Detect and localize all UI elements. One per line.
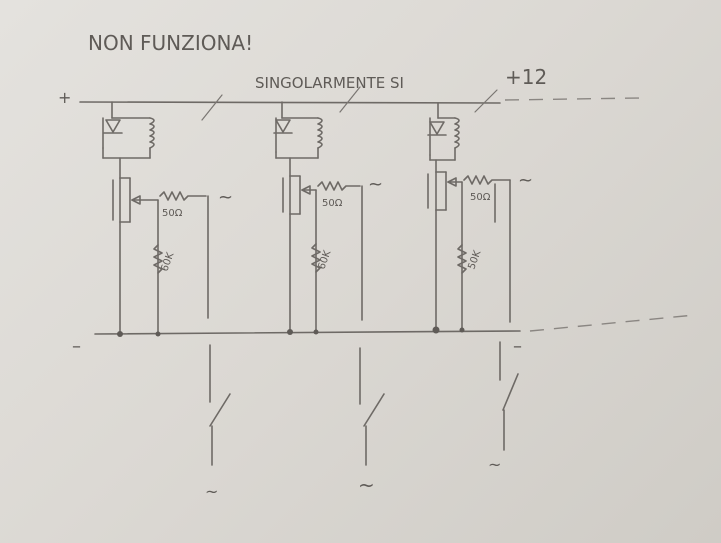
negative-rail-extension — [529, 314, 696, 332]
flyback-diode — [275, 119, 291, 133]
stage-1: 50Ω ~ 60K ~ — [102, 101, 233, 501]
relay-coil — [454, 117, 460, 149]
negative-rail — [94, 330, 521, 335]
flyback-diode — [429, 121, 445, 135]
supply-note: +12 — [505, 65, 547, 89]
stage-3-out-symbol: ~ — [488, 455, 501, 474]
stage-1-ac-symbol: ~ — [218, 187, 233, 208]
stage-3-res-label: 50K — [466, 249, 483, 271]
output-switch — [502, 373, 519, 411]
junction-dot — [459, 327, 465, 333]
rail-slash-1 — [201, 94, 223, 121]
stage-2-pot-label: 50Ω — [322, 198, 343, 209]
junction-dot — [432, 326, 440, 334]
title-note: NON FUNZIONA! — [88, 31, 253, 55]
pot-wiper-arrow — [447, 177, 457, 187]
subtitle-note: SINGOLARMENTE SI — [255, 74, 404, 92]
stage-3-pot-label: 50Ω — [470, 192, 491, 203]
potentiometer — [463, 175, 511, 185]
positive-rail-extension — [504, 97, 641, 101]
plus-sign: + — [58, 88, 71, 107]
positive-rail — [79, 101, 501, 104]
flyback-diode — [105, 119, 121, 133]
output-switch — [363, 393, 385, 427]
junction-dot — [313, 329, 319, 335]
stage-2-ac-symbol: ~ — [368, 174, 383, 195]
stage-1-res-label: 60K — [159, 251, 176, 273]
potentiometer — [317, 181, 361, 191]
stage-2: 50Ω ~ 60K ~ — [273, 101, 385, 497]
junction-dot — [287, 329, 293, 335]
output-switch — [209, 393, 231, 427]
resistor — [153, 244, 163, 274]
junction-dot — [117, 331, 123, 337]
pot-wiper-arrow — [131, 195, 141, 205]
minus-sign-right: – — [513, 336, 522, 357]
stage-3-ac-symbol: ~ — [518, 170, 533, 191]
relay-coil — [317, 117, 323, 149]
resistor — [311, 243, 321, 273]
relay-coil — [149, 117, 155, 149]
pot-wiper-arrow — [301, 185, 311, 195]
stage-3: 50Ω ~ 50K ~ — [427, 102, 533, 474]
stage-1-pot-label: 50Ω — [162, 208, 183, 219]
stage-2-out-symbol: ~ — [358, 473, 375, 497]
rail-slash-3 — [474, 89, 498, 113]
resistor — [457, 244, 467, 274]
potentiometer — [159, 191, 207, 201]
minus-sign-left: – — [72, 336, 81, 357]
stage-1-out-symbol: ~ — [205, 482, 218, 501]
rail-slash-2 — [339, 86, 361, 113]
junction-dot — [155, 331, 161, 337]
